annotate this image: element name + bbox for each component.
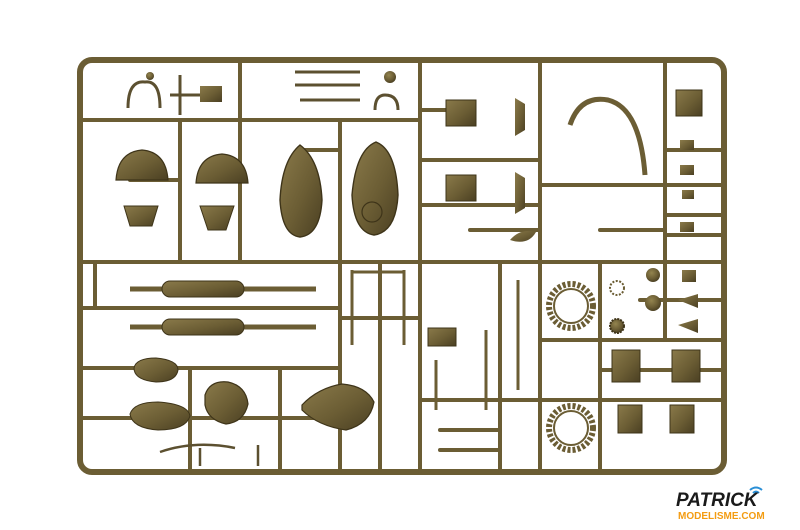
fuel-tank-half-left (279, 144, 323, 238)
small-block-part (200, 86, 222, 102)
small-round-knob (384, 71, 396, 83)
chain-guard-upper (133, 357, 179, 383)
stand-frame (350, 270, 520, 410)
toolbox-part (669, 404, 695, 434)
small-gear (609, 318, 625, 334)
small-fittings (680, 140, 694, 232)
crankcase-half (301, 383, 375, 431)
sprocket-lower (546, 403, 596, 453)
saddlebag-part (671, 349, 701, 383)
chain-guard-lower (129, 401, 191, 431)
small-gear-ring (609, 280, 625, 296)
handlebar-part (567, 96, 648, 176)
domed-cap (646, 268, 660, 282)
cylinder-part-right (199, 205, 235, 231)
engine-cover-left (115, 149, 169, 181)
small-round-knob (146, 72, 154, 80)
pedal-part (510, 231, 536, 242)
small-linkage-parts (126, 70, 400, 115)
toolbox-part (617, 404, 643, 434)
gearbox-part (445, 99, 477, 127)
engine-cover-right (195, 153, 249, 184)
saddlebag-part (611, 349, 641, 383)
bracket-part (515, 98, 525, 136)
brand-bottom-text: MODELISME.COM (678, 511, 765, 522)
seat-part (675, 89, 703, 117)
horn-parts (678, 270, 698, 333)
watermark-logo: PATRICK MODELISME.COM (674, 484, 792, 524)
clutch-cover (204, 381, 249, 425)
cylinder-part-left (123, 205, 159, 227)
bracket-part (515, 172, 525, 214)
tank-detail-disc (361, 201, 383, 223)
exhaust-pipe-upper (130, 280, 316, 298)
signal-icon (749, 486, 763, 494)
exhaust-pipe-lower (130, 318, 316, 336)
sprocket-upper (546, 281, 596, 331)
fuel-tank-half-right (351, 141, 399, 236)
domed-cap (645, 295, 661, 311)
gearbox-part (445, 174, 477, 202)
brand-top-text: PATRICK (676, 490, 759, 511)
battery-box-part (427, 327, 457, 347)
sprue-frame (77, 57, 727, 475)
thin-linkage (159, 443, 260, 466)
